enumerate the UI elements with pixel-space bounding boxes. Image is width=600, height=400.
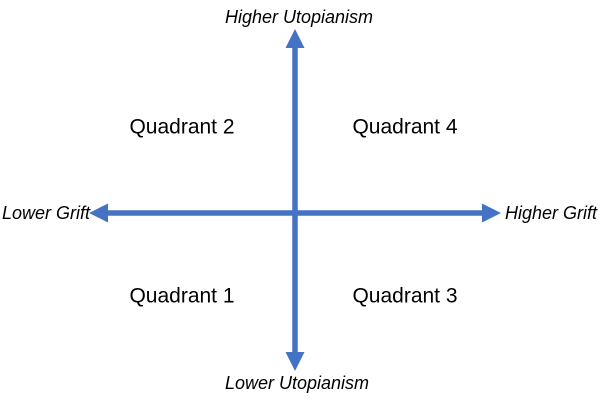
quadrant-3-label: Quadrant 3 bbox=[352, 284, 458, 308]
quadrant-2-label: Quadrant 2 bbox=[129, 115, 235, 139]
arrow-right-icon bbox=[482, 203, 501, 223]
arrow-down-icon bbox=[285, 352, 305, 371]
vertical-axis-top-label: Higher Utopianism bbox=[224, 7, 374, 27]
arrow-left-icon bbox=[89, 203, 108, 223]
vertical-axis-arrow bbox=[285, 29, 305, 371]
horizontal-axis-right-label: Higher Grift bbox=[504, 203, 597, 223]
quadrant-1-label: Quadrant 1 bbox=[129, 284, 235, 308]
horizontal-axis-arrow bbox=[89, 203, 501, 223]
horizontal-axis-left-label: Lower Grift bbox=[2, 203, 91, 223]
arrow-up-icon bbox=[285, 29, 305, 48]
quadrant-4-label: Quadrant 4 bbox=[352, 115, 458, 139]
vertical-axis-bottom-label: Lower Utopianism bbox=[224, 373, 370, 393]
